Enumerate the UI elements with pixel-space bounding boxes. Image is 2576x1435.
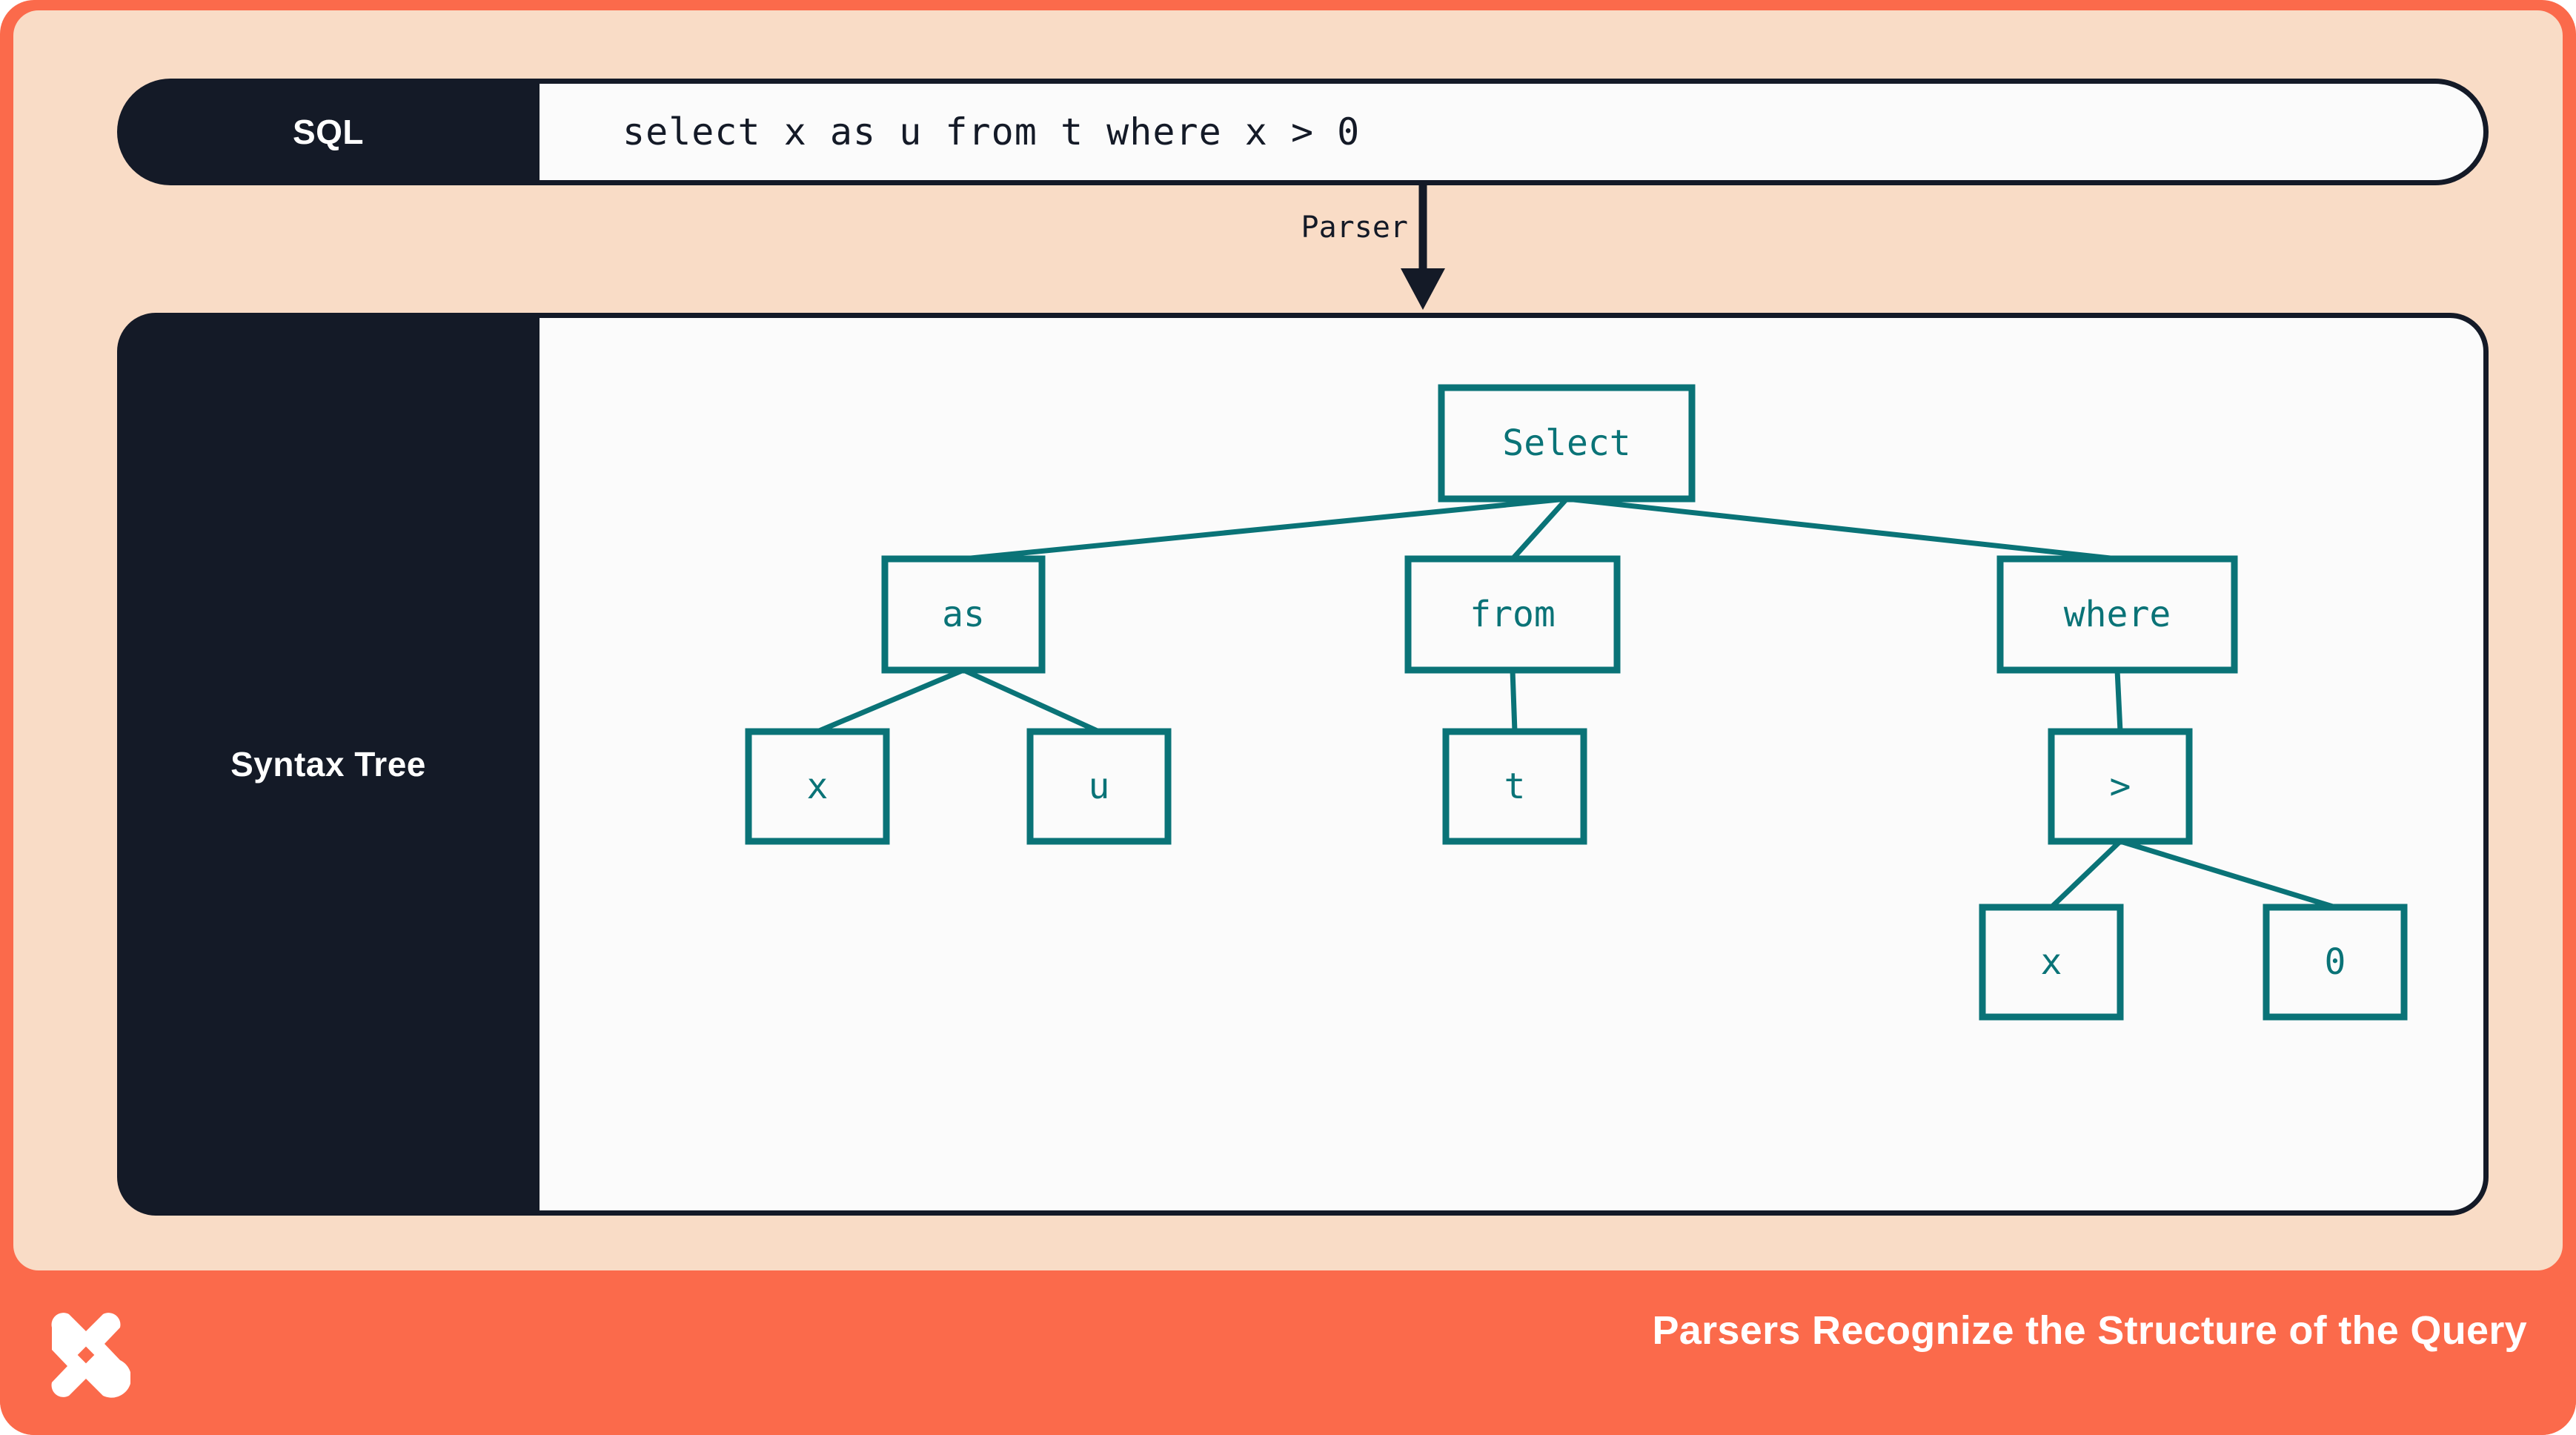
tree-edge [816, 667, 965, 735]
tree-node-gt[interactable]: > [2048, 728, 2193, 845]
tree-node-label: x [807, 766, 829, 807]
tree-edge [2114, 669, 2123, 732]
tree-node-label: where [2064, 594, 2171, 635]
tree-node-box [1026, 728, 1172, 845]
tree-node-where[interactable]: where [1996, 555, 2238, 674]
footer-caption: Parsers Recognize the Structure of the Q… [1652, 1308, 2527, 1353]
tree-edge [2049, 839, 2122, 909]
tree-node-from-t[interactable]: t [1442, 728, 1587, 845]
tree-edge [963, 496, 1567, 562]
tree-node-as[interactable]: as [881, 555, 1046, 674]
sql-query-text: select x as u from t where x > 0 [623, 110, 1361, 153]
content-canvas: select x as u from t where x > 0 SQL Par… [13, 10, 2563, 1270]
tree-node-box [1442, 728, 1587, 845]
four-point-star-logo-icon [51, 1313, 130, 1398]
syntax-tree-graph: Select as from where x u t > x 0 [745, 384, 2408, 1021]
tree-node-box [1404, 555, 1621, 674]
tree-node-as-u[interactable]: u [1026, 728, 1172, 845]
tree-node-label: Select [1502, 422, 1630, 464]
tree-edge-group [816, 496, 2337, 910]
tree-node-label: t [1504, 766, 1526, 807]
tree-node-label: > [2110, 766, 2131, 807]
tree-node-box [1438, 384, 1696, 503]
tree-node-as-x[interactable]: x [745, 728, 890, 845]
tree-node-label: from [1470, 594, 1556, 635]
tree-node-gt-0[interactable]: 0 [2263, 904, 2408, 1021]
tree-edge [962, 667, 1101, 735]
syntax-tree-label-column: Syntax Tree [117, 313, 540, 1216]
tree-node-label: 0 [2325, 941, 2346, 983]
tree-node-box [1979, 904, 2124, 1021]
tree-node-group: Select as from where x u t > x 0 [745, 384, 2408, 1021]
down-arrow-icon [1401, 185, 1445, 310]
tree-node-label: u [1089, 766, 1110, 807]
tree-node-box [2263, 904, 2408, 1021]
tree-node-gt-x[interactable]: x [1979, 904, 2124, 1021]
tree-node-label: x [2041, 941, 2062, 983]
tree-node-box [745, 728, 890, 845]
footer-bar: Parsers Recognize the Structure of the Q… [0, 1270, 2576, 1435]
sql-row-label: SQL [117, 79, 540, 185]
syntax-tree-canvas: Select as from where x u t > x 0 [532, 313, 2489, 1216]
tree-edge [1566, 496, 2118, 562]
syntax-tree-panel: Select as from where x u t > x 0 Syntax Tree [117, 313, 2489, 1216]
tree-edge [1510, 497, 1569, 561]
tree-node-select[interactable]: Select [1438, 384, 1696, 503]
tree-node-box [2048, 728, 2193, 845]
tree-edge [2119, 838, 2337, 910]
parser-label: Parser [1301, 211, 1409, 245]
parser-transition: Parser [1266, 185, 1577, 313]
tree-node-box [1996, 555, 2238, 674]
tree-node-label: as [942, 594, 985, 635]
sql-query-field[interactable]: select x as u from t where x > 0 [532, 79, 2489, 185]
syntax-tree-label: Syntax Tree [230, 745, 426, 783]
tree-edge [1510, 669, 1518, 732]
sql-row: select x as u from t where x > 0 SQL [117, 79, 2489, 185]
tree-node-box [881, 555, 1046, 674]
tree-node-from[interactable]: from [1404, 555, 1621, 674]
